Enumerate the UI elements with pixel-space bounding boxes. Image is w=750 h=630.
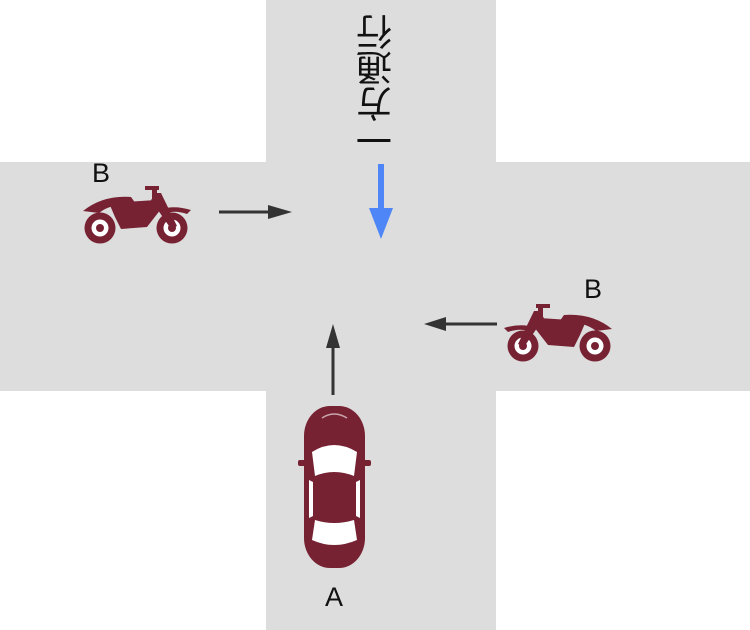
arrow-left (424, 317, 497, 331)
car-a-label: A (325, 582, 344, 612)
one-way-sign: 一方通行 (357, 14, 398, 158)
car-icon (298, 406, 371, 568)
road-horizontal (0, 162, 750, 391)
motorcycle-b-left-label: B (92, 158, 111, 188)
one-way-arrow (369, 164, 393, 239)
motorcycle-b-right-label: B (584, 274, 603, 304)
arrow-up (326, 324, 340, 395)
arrow-right (219, 205, 292, 219)
